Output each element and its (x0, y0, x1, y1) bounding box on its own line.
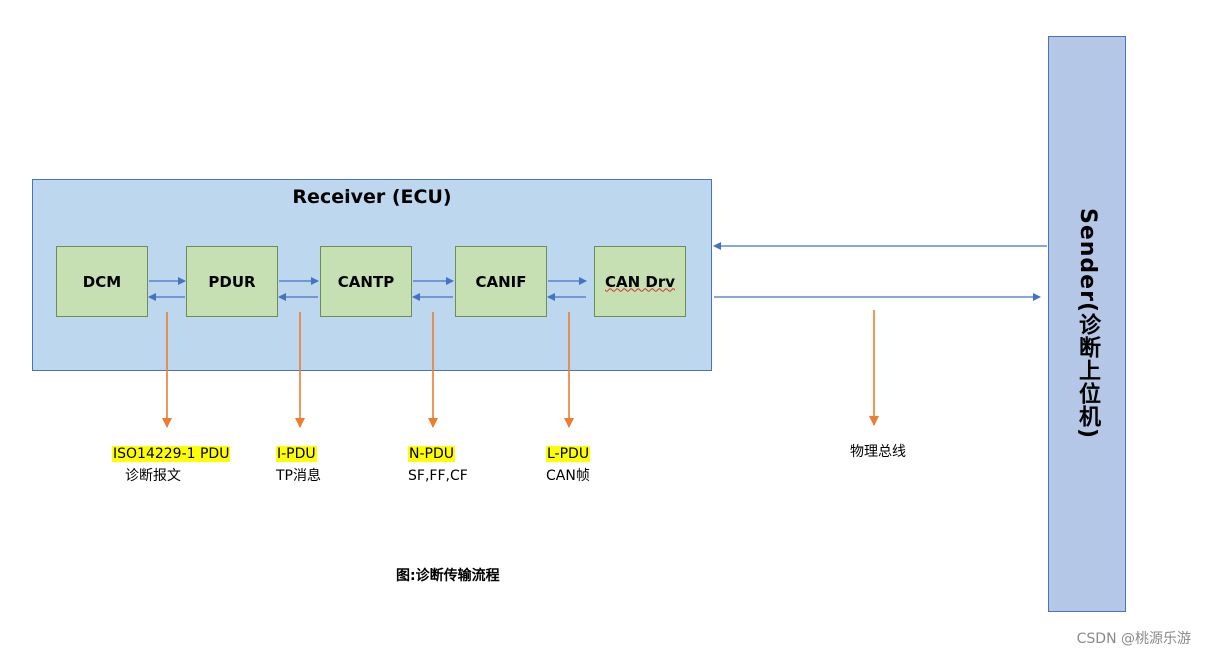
module-pdur-label: PDUR (208, 272, 256, 291)
annotation-iso-pdu: ISO14229-1 PDU (112, 444, 231, 464)
module-cantp: CANTP (320, 246, 412, 317)
module-pdur: PDUR (186, 246, 278, 317)
module-canif-label: CANIF (475, 272, 527, 291)
annotation-i-pdu-name: I-PDU (276, 446, 317, 462)
annotation-iso-pdu-name: ISO14229-1 PDU (112, 446, 231, 462)
annotation-l-desc: CAN帧 (546, 468, 590, 484)
module-can-drv-label: CAN Drv (604, 272, 676, 291)
module-can-drv: CAN Drv (594, 246, 686, 317)
module-canif: CANIF (455, 246, 547, 317)
watermark: CSDN @桃源乐游 (1076, 631, 1191, 647)
module-dcm: DCM (56, 246, 148, 317)
annotation-l-pdu-name: L-PDU (546, 446, 591, 462)
annotation-i-desc: TP消息 (276, 468, 321, 484)
sender-box (1048, 36, 1126, 612)
annotation-n-desc: SF,FF,CF (408, 468, 468, 484)
bus-label: 物理总线 (850, 444, 906, 460)
annotation-l-pdu: L-PDU (546, 444, 591, 464)
module-dcm-label: DCM (82, 272, 122, 291)
module-cantp-label: CANTP (337, 272, 395, 291)
annotation-n-pdu: N-PDU (408, 444, 455, 464)
sender-label-wrap: Sender(诊断上位机) (1048, 36, 1126, 612)
annotation-iso-desc: 诊断报文 (125, 468, 181, 484)
sender-label: Sender(诊断上位机) (1075, 208, 1100, 440)
annotation-i-pdu: I-PDU (276, 444, 317, 464)
annotation-n-pdu-name: N-PDU (408, 446, 455, 462)
figure-caption: 图:诊断传输流程 (396, 568, 500, 584)
receiver-title: Receiver (ECU) (292, 186, 452, 208)
